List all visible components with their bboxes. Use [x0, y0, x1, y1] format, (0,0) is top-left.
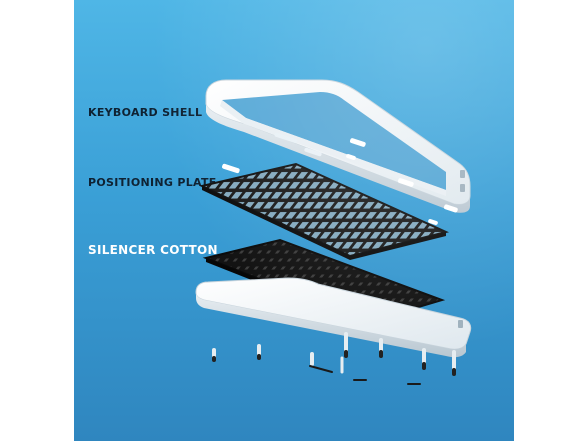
- port-detail: [460, 184, 465, 192]
- exploded-keyboard-illustration: KEYBOARD SHELL POSITIONING PLATE SILENCE…: [74, 0, 514, 441]
- screw: [309, 352, 333, 373]
- silencer-cotton-label: SILENCER COTTON: [88, 243, 218, 257]
- bottom-shell: [195, 277, 472, 358]
- screws: [212, 332, 456, 385]
- port-detail: [460, 170, 465, 178]
- keyboard-layers-drawing: [195, 79, 472, 385]
- spacer-pieces: [222, 132, 458, 225]
- port-detail: [458, 320, 463, 328]
- positioning-plate-label: POSITIONING PLATE: [88, 176, 217, 189]
- positioning-plate: [198, 162, 450, 260]
- keyboard-shell-label: KEYBOARD SHELL: [88, 106, 203, 119]
- top-shell: [205, 79, 471, 213]
